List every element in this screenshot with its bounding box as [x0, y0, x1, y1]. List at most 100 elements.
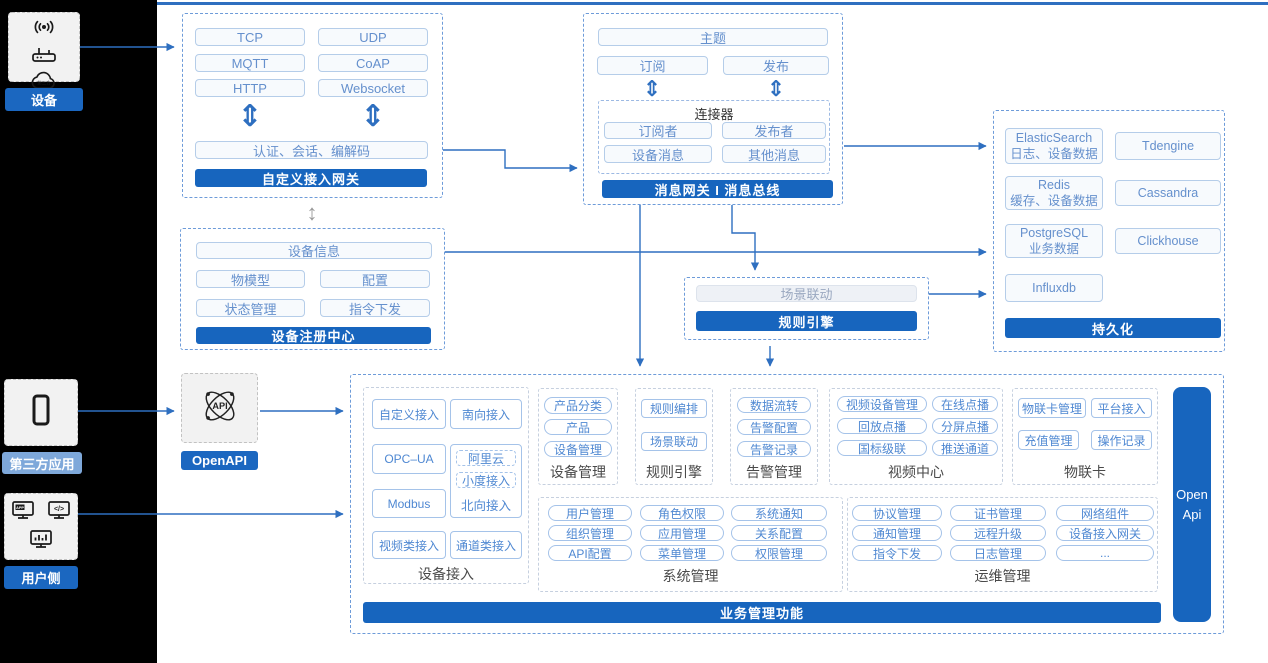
diagram-node: 产品分类 [544, 397, 612, 414]
diagram-node: 远程升级 [950, 525, 1046, 541]
diagram-node: 视频设备管理 [837, 396, 927, 412]
diagram-node: 场景联动 [696, 285, 917, 302]
diagram-node: ... [1056, 545, 1154, 561]
diagram-node: 菜单管理 [640, 545, 724, 561]
diagram-node: 场景联动 [641, 432, 707, 451]
diagram-node: 关系配置 [731, 525, 827, 541]
router-icon [31, 44, 57, 67]
updown-arrow-icon: ⇕ [766, 76, 786, 101]
connector-title: 连接器 [694, 107, 734, 122]
diagram-node: 小度接入 [456, 472, 516, 488]
device-chip: 设备 [5, 88, 83, 111]
diagram-node: 协议管理 [852, 505, 942, 521]
diagram-node: 网络组件 [1056, 505, 1154, 521]
cloud-icon: 第三方 [29, 71, 59, 96]
svg-text:APP: APP [16, 506, 24, 510]
updown-arrow-icon: ⇕ [360, 100, 386, 133]
business-footer-bar: 业务管理功能 [363, 602, 1161, 623]
diagram-node: Cassandra [1115, 180, 1221, 206]
third-party-icon-box [4, 379, 78, 446]
diagram-node: 权限管理 [731, 545, 827, 561]
diagram-node: 角色权限 [640, 505, 724, 521]
diagram-node: 状态管理 [196, 299, 305, 317]
diagram-node: Websocket [318, 79, 428, 97]
svg-text:第三方: 第三方 [37, 80, 51, 87]
diagram-node: 系统通知 [731, 505, 827, 521]
api-atom-icon: API [198, 384, 242, 433]
diagram-node: 主题 [598, 28, 828, 46]
diagram-node: 设备接入网关 [1056, 525, 1154, 541]
device-mgmt-label: 设备管理 [550, 464, 606, 480]
diagram-node: 视频类接入 [372, 531, 446, 559]
device-registry-title-bar: 设备注册中心 [196, 327, 431, 344]
diagram-node: 指令下发 [320, 299, 430, 317]
diagram-node: 回放点播 [837, 418, 927, 434]
alarm-label: 告警管理 [746, 464, 802, 480]
open-api-side-bar: Open Api [1173, 387, 1211, 622]
diagram-node: 产品 [544, 419, 612, 435]
diagram-node: 证书管理 [950, 505, 1046, 521]
diagram-node: 在线点播 [932, 396, 998, 412]
diagram-node: 用户管理 [548, 505, 632, 521]
diagram-node: 组织管理 [548, 525, 632, 541]
diagram-node: Modbus [372, 489, 446, 518]
diagram-node: 指令下发 [852, 545, 942, 561]
custom-gateway-title-bar: 自定义接入网关 [195, 169, 427, 187]
diagram-node: 规则编排 [641, 399, 707, 418]
diagram-node: 设备信息 [196, 242, 432, 259]
third-party-chip: 第三方应用 [2, 452, 82, 474]
phone-icon [32, 394, 50, 431]
device-access-label: 设备接入 [418, 566, 474, 582]
user-side-icon-box: APP </> [4, 493, 78, 560]
diagram-node: 配置 [320, 270, 430, 288]
signal-icon [31, 19, 57, 40]
diagram-node: 订阅者 [604, 122, 712, 139]
video-center-label: 视频中心 [888, 464, 944, 480]
diagram-node: 充值管理 [1018, 430, 1079, 450]
updown-arrow-gray-icon: ↕ [306, 200, 318, 225]
diagram-node: Influxdb [1005, 274, 1103, 302]
device-icon-box: 第三方 [8, 12, 80, 89]
rule-engine-title-bar: 规则引擎 [696, 311, 917, 331]
ops-mgmt-label: 运维管理 [974, 568, 1031, 584]
diagram-node: TCP [195, 28, 305, 46]
diagram-node: 国标级联 [837, 440, 927, 456]
svg-text:</>: </> [54, 506, 64, 513]
north-access-label: 北向接入 [460, 499, 511, 513]
diagram-node: 自定义接入 [372, 399, 446, 429]
diagram-node: 设备管理 [544, 441, 612, 457]
diagram-node: 分屏点播 [932, 418, 998, 434]
diagram-node: 数据流转 [737, 397, 811, 413]
diagram-node: OPC–UA [372, 444, 446, 474]
message-gateway-title-bar: 消息网关 I 消息总线 [602, 180, 833, 198]
diagram-node: API配置 [548, 545, 632, 561]
diagram-node: 通道类接入 [450, 531, 522, 559]
diagram-node: 发布 [723, 56, 829, 75]
diagram-node: 发布者 [722, 122, 826, 139]
top-accent-line [157, 2, 1268, 5]
diagram-node: 南向接入 [450, 399, 522, 429]
diagram-node: 认证、会话、编解码 [195, 141, 428, 159]
svg-text:API: API [212, 401, 227, 411]
iot-card-label: 物联卡 [1064, 464, 1106, 480]
system-mgmt-label: 系统管理 [662, 568, 719, 584]
persistence-title-bar: 持久化 [1005, 318, 1221, 338]
diagram-node: CoAP [318, 54, 428, 72]
user-side-chip: 用户侧 [4, 566, 78, 589]
diagram-node: 物模型 [196, 270, 305, 288]
diagram-node: UDP [318, 28, 428, 46]
diagram-node: 物联卡管理 [1018, 398, 1086, 418]
diagram-node: Clickhouse [1115, 228, 1221, 254]
diagram-node: 订阅 [597, 56, 708, 75]
diagram-node: 告警记录 [737, 441, 811, 457]
diagram-node: MQTT [195, 54, 305, 72]
diagram-node: 平台接入 [1091, 398, 1152, 418]
diagram-node: 应用管理 [640, 525, 724, 541]
diagram-node: 其他消息 [722, 145, 826, 163]
chart-icon [29, 529, 53, 554]
diagram-node: HTTP [195, 79, 305, 97]
